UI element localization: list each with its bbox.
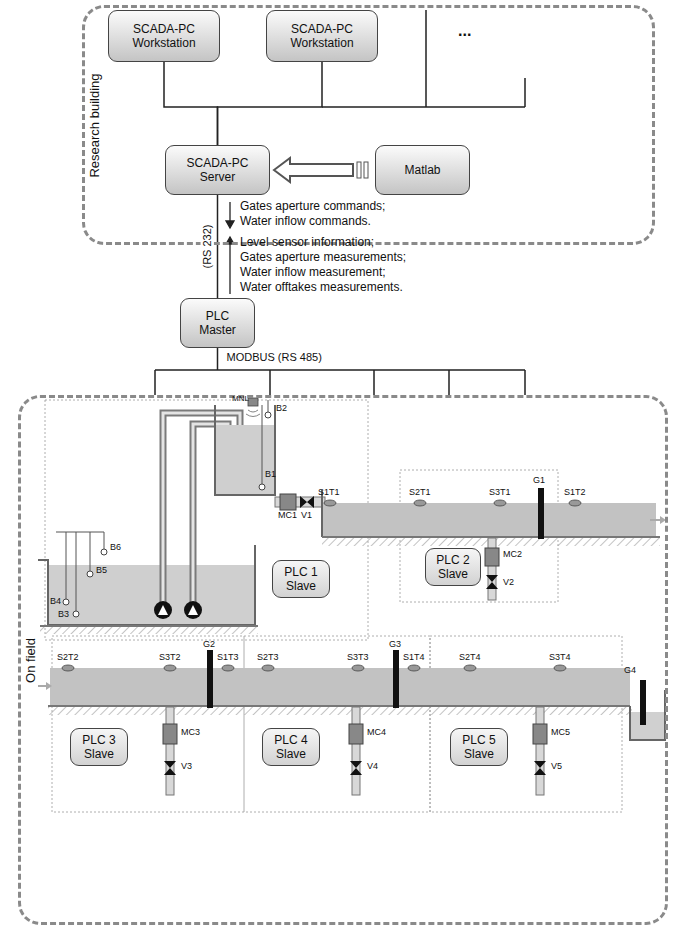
box-label: PLC Master <box>190 309 245 337</box>
component-tag: S3T4 <box>549 653 571 663</box>
hollow-arrow <box>274 158 353 182</box>
inflow-pipe <box>275 494 325 510</box>
connector <box>164 62 218 145</box>
plc-box: PLC 5 Slave <box>450 728 508 766</box>
component-tag: B5 <box>96 566 107 576</box>
edge-label: (RS 232) <box>201 223 214 269</box>
component-tag: B4 <box>50 597 61 607</box>
component-tag: MC4 <box>367 728 386 738</box>
component-tag: S2T3 <box>257 653 279 663</box>
lower-canal <box>38 650 665 795</box>
component-tag: G3 <box>389 640 401 650</box>
component-tag: G2 <box>203 640 215 650</box>
component-tag: V3 <box>181 762 192 772</box>
component-tag: V5 <box>551 762 562 772</box>
process-box: SCADA-PC Workstation <box>266 10 378 62</box>
signal-label: Gates aperture commands; <box>240 200 385 213</box>
box-label: PLC 2 Slave <box>431 553 475 581</box>
box-label: PLC 5 Slave <box>457 733 501 761</box>
component-tag: B1 <box>265 470 276 480</box>
box-label: SCADA-PC Workstation <box>124 22 204 50</box>
component-tag: G1 <box>533 476 545 486</box>
region-title: Research building <box>87 73 102 177</box>
process-box: Matlab <box>375 145 470 195</box>
plc-box: PLC 3 Slave <box>70 728 128 766</box>
signal-label: Water inflow commands. <box>240 215 371 228</box>
process-box: SCADA-PC Server <box>165 145 270 195</box>
reservoir <box>38 532 258 634</box>
component-tag: S1T1 <box>318 488 340 498</box>
box-label: PLC 4 Slave <box>269 733 313 761</box>
ellipsis-label: ... <box>458 22 471 40</box>
upper-canal <box>322 488 666 600</box>
arrow-tail <box>357 162 361 178</box>
component-tag: MNL <box>232 395 249 404</box>
box-label: Matlab <box>404 163 440 177</box>
component-tag: B6 <box>110 543 121 553</box>
process-box: PLC Master <box>180 298 255 348</box>
pumps <box>154 601 202 619</box>
box-label: PLC 3 Slave <box>77 733 121 761</box>
component-tag: S3T1 <box>489 488 511 498</box>
plc-box: PLC 2 Slave <box>425 548 481 586</box>
box-label: PLC 1 Slave <box>279 565 323 593</box>
plc-box: PLC 1 Slave <box>272 560 330 598</box>
component-tag: S2T4 <box>459 653 481 663</box>
plc-box: PLC 4 Slave <box>262 728 320 766</box>
component-tag: B2 <box>276 404 287 414</box>
box-label: SCADA-PC Workstation <box>282 22 362 50</box>
edge-label: MODBUS (RS 485) <box>226 351 323 364</box>
process-box: SCADA-PC Workstation <box>108 10 220 62</box>
signal-label: Gates aperture measurements; <box>240 251 406 264</box>
box-label: SCADA-PC Server <box>183 156 253 184</box>
direction-arrows <box>226 202 234 294</box>
component-tag: MC3 <box>181 728 200 738</box>
connector <box>218 62 323 145</box>
plc-panels <box>45 400 622 812</box>
component-tag: V1 <box>301 511 312 521</box>
component-tag: S2T2 <box>57 653 79 663</box>
region-title: On field <box>23 638 38 683</box>
component-tag: S1T2 <box>564 488 586 498</box>
component-tag: V2 <box>503 578 514 588</box>
component-tag: G4 <box>624 666 636 676</box>
connector <box>217 195 219 298</box>
component-tag: MC5 <box>551 728 570 738</box>
component-tag: S2T1 <box>409 488 431 498</box>
arrow-tail <box>364 162 368 178</box>
component-tag: S3T2 <box>159 653 181 663</box>
component-tag: V4 <box>367 762 378 772</box>
signal-label: Water offtakes measurements. <box>240 281 403 294</box>
component-tag: S1T3 <box>217 653 239 663</box>
component-tag: MC1 <box>278 511 297 521</box>
component-tag: S1T4 <box>403 653 425 663</box>
signal-label: Level sensor information; <box>240 236 374 249</box>
component-tag: B3 <box>58 610 69 620</box>
signal-label: Water inflow measurement; <box>240 266 386 279</box>
component-tag: S3T3 <box>347 653 369 663</box>
head-tank <box>215 398 275 495</box>
connector <box>155 348 525 395</box>
component-tag: MC2 <box>503 550 522 560</box>
